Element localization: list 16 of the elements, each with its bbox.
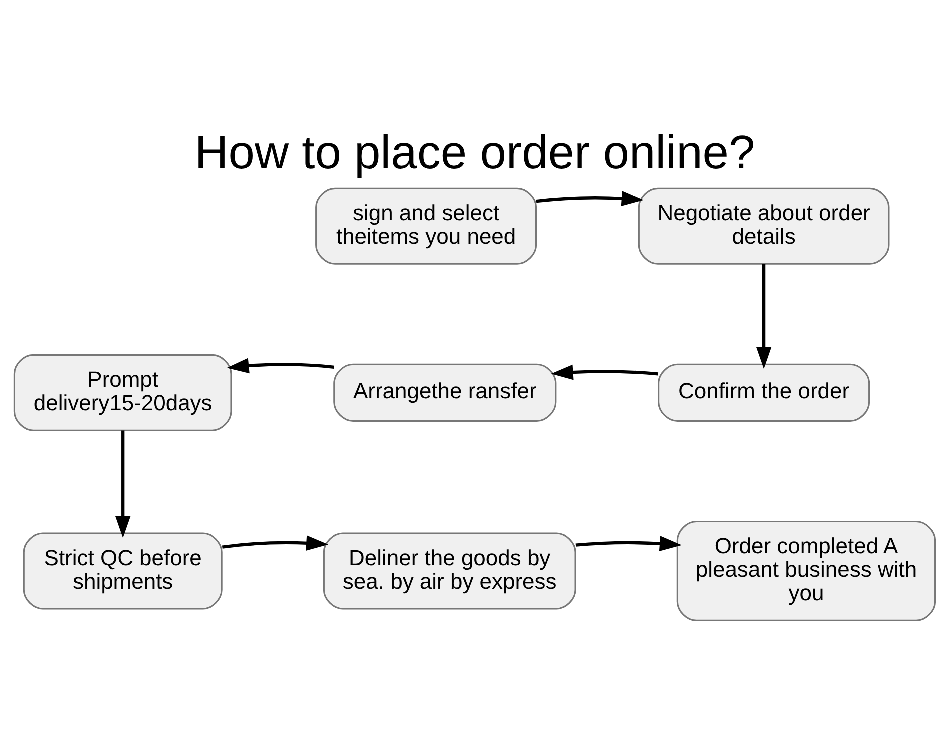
arrow bbox=[115, 430, 131, 538]
node-box: Arrangethe ransfer bbox=[334, 363, 557, 422]
arrow bbox=[227, 358, 335, 374]
arrow bbox=[222, 535, 329, 551]
node-box: Deliner the goods by sea. by air by express bbox=[323, 532, 576, 610]
arrow bbox=[551, 364, 659, 380]
node-box: Prompt delivery15-20days bbox=[14, 354, 232, 431]
node-box: Order completed A pleasant business with you bbox=[676, 520, 936, 621]
arrow bbox=[576, 536, 682, 552]
node-box: Negotiate about order details bbox=[638, 187, 890, 264]
node-box: sign and select theitems you need bbox=[316, 187, 538, 264]
diagram-title: How to place order online? bbox=[194, 124, 756, 178]
arrow bbox=[536, 190, 644, 206]
node-box: Strict QC before shipments bbox=[23, 532, 223, 610]
node-box: Confirm the order bbox=[658, 363, 870, 422]
arrow bbox=[756, 264, 772, 369]
